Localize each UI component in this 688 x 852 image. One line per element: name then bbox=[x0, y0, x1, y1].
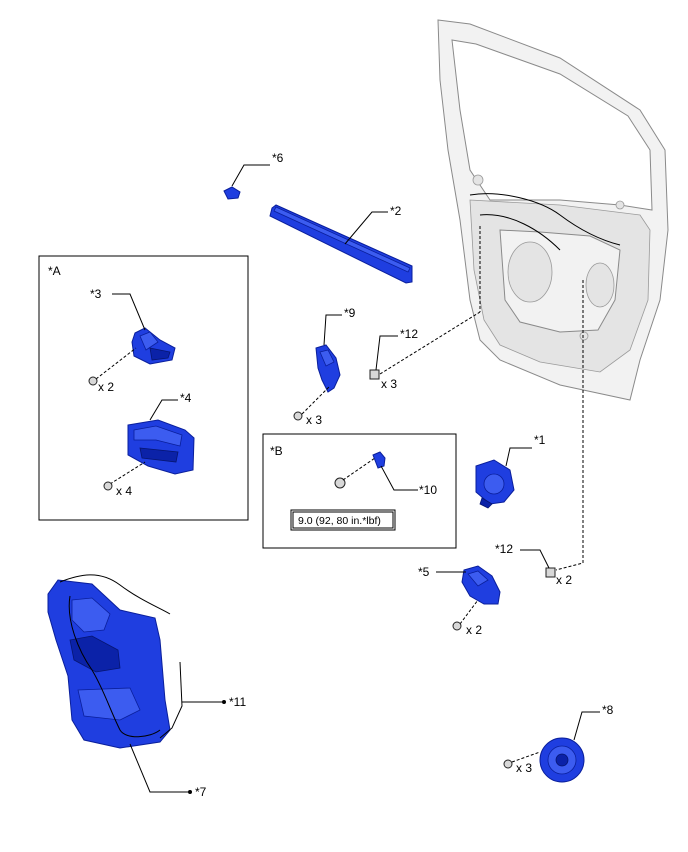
part-3-bracket: *3 x 2 bbox=[88, 287, 176, 394]
label-3: *3 bbox=[90, 287, 102, 301]
part-6-clip: *6 bbox=[223, 151, 284, 200]
qty-12-lower: x 2 bbox=[556, 573, 572, 587]
door-panel bbox=[437, 19, 669, 401]
qty-4: x 4 bbox=[116, 484, 132, 498]
label-4: *4 bbox=[180, 391, 192, 405]
qty-8: x 3 bbox=[516, 761, 532, 775]
part-9-bracket: *9 x 3 bbox=[293, 306, 356, 427]
group-b-label: *B bbox=[270, 444, 283, 458]
group-b-box: *B *10 9.0 (92, 80 in.*lbf) bbox=[262, 433, 457, 549]
part-5-bracket: *5 x 2 bbox=[418, 565, 501, 637]
label-1: *1 bbox=[534, 433, 546, 447]
part-2-weatherstrip: *2 bbox=[269, 204, 413, 284]
group-a-label: *A bbox=[48, 264, 61, 278]
part-11-wire-label: *11 bbox=[182, 695, 246, 709]
label-12-lower: *12 bbox=[495, 542, 513, 556]
part-7-door-trim: *7 bbox=[47, 574, 207, 799]
label-9: *9 bbox=[344, 306, 356, 320]
label-2: *2 bbox=[390, 204, 402, 218]
label-7: *7 bbox=[195, 785, 207, 799]
part-1-motor: *1 bbox=[475, 433, 546, 509]
qty-12-upper: x 3 bbox=[381, 377, 397, 391]
label-5: *5 bbox=[418, 565, 430, 579]
part-12-clip-upper: *12 x 3 bbox=[369, 311, 481, 391]
qty-3: x 2 bbox=[98, 380, 114, 394]
part-8-speaker: *8 x 3 bbox=[503, 703, 614, 783]
qty-9: x 3 bbox=[306, 413, 322, 427]
label-8: *8 bbox=[602, 703, 614, 717]
label-10: *10 bbox=[419, 483, 437, 497]
group-a-box: *A *3 x 2 *4 x 4 bbox=[38, 255, 249, 521]
part-4-cover: *4 x 4 bbox=[103, 391, 195, 498]
label-12-upper: *12 bbox=[400, 327, 418, 341]
part-12-clip-lower: *12 x 2 bbox=[495, 542, 572, 587]
label-11: *11 bbox=[229, 695, 246, 709]
torque-spec: 9.0 (92, 80 in.*lbf) bbox=[298, 515, 381, 527]
label-6: *6 bbox=[272, 151, 284, 165]
qty-5: x 2 bbox=[466, 623, 482, 637]
door-leader-lower bbox=[555, 280, 584, 571]
